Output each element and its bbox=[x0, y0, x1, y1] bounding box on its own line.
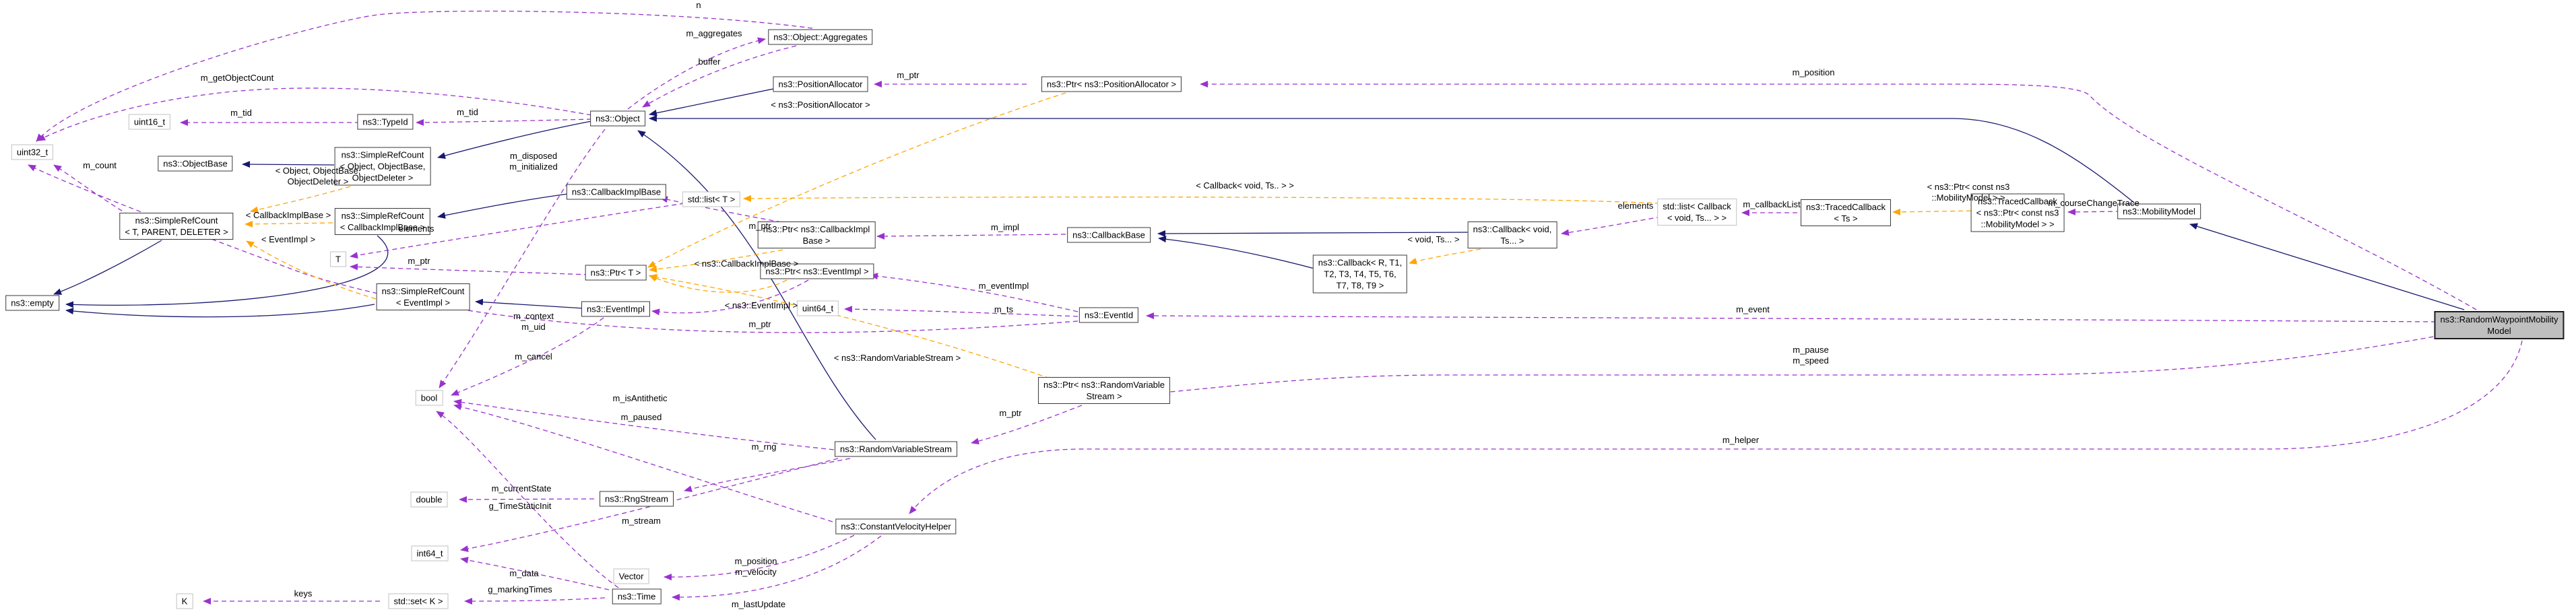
edge-m-disposed bbox=[439, 129, 606, 388]
edge-tpl-ptr-rvs bbox=[649, 273, 1058, 382]
edge-inh-mobility-object bbox=[649, 115, 2135, 203]
edge-m-ts bbox=[844, 306, 1078, 317]
edge-inh-rvs-object bbox=[637, 130, 876, 440]
node-int64[interactable]: int64_t bbox=[411, 545, 449, 561]
node-posalloc[interactable]: ns3::PositionAllocator bbox=[773, 76, 868, 92]
edge-inh-rwm-mobility bbox=[2189, 223, 2465, 310]
edge-m-aggregates bbox=[627, 37, 766, 110]
node-uint64[interactable]: uint64_t bbox=[796, 300, 839, 316]
edge-inh-cib-srccib bbox=[437, 193, 569, 219]
node-cib[interactable]: ns3::CallbackImplBase bbox=[566, 184, 667, 200]
node-t[interactable]: T bbox=[330, 251, 346, 267]
edge-m-getobjectcount bbox=[37, 88, 592, 141]
node-tc-ptr[interactable]: ns3::TracedCallback < ns3::Ptr< const ns… bbox=[1970, 193, 2065, 232]
node-eventimpl[interactable]: ns3::EventImpl bbox=[581, 301, 650, 317]
edge-m-position bbox=[1200, 81, 2477, 310]
node-ptr-posalloc[interactable]: ns3::Ptr< ns3::PositionAllocator > bbox=[1041, 76, 1182, 92]
node-callbackbase[interactable]: ns3::CallbackBase bbox=[1067, 227, 1151, 243]
edge-buffer bbox=[642, 45, 797, 108]
edge-g-timestaticinit bbox=[436, 411, 619, 588]
edge-m-pause-speed bbox=[1162, 335, 2442, 396]
edge-m-ptr-t bbox=[350, 263, 589, 275]
edge-tpl-callbackimplbase bbox=[245, 220, 333, 228]
node-time[interactable]: ns3::Time bbox=[612, 588, 662, 605]
edge-inh-srccib-empty bbox=[65, 235, 389, 308]
edge-tpl-eventimpl bbox=[246, 240, 377, 300]
node-tc-ts[interactable]: ns3::TracedCallback < Ts > bbox=[1800, 199, 1892, 226]
edge-elements-cb bbox=[1561, 216, 1662, 236]
edge-inh-srcobject-objectbase bbox=[242, 161, 335, 168]
node-list-cb[interactable]: std::list< Callback < void, Ts... > > bbox=[1657, 199, 1737, 226]
edge-m-position-velocity bbox=[664, 535, 855, 581]
edge-tpl-callback-list bbox=[743, 195, 1661, 204]
edge-m-ptr-cib bbox=[659, 196, 782, 223]
edge-m-cancel bbox=[451, 317, 604, 396]
edge-m-data bbox=[460, 557, 610, 590]
node-typeid[interactable]: ns3::TypeId bbox=[357, 114, 414, 130]
node-ptr-t[interactable]: ns3::Ptr< T > bbox=[585, 265, 647, 281]
edge-m-paused bbox=[453, 403, 833, 522]
node-object[interactable]: ns3::Object bbox=[590, 110, 645, 127]
node-mobility[interactable]: ns3::MobilityModel bbox=[2117, 203, 2201, 219]
edge-m-currentstate bbox=[459, 495, 595, 503]
node-cb-r[interactable]: ns3::Callback< R, T1, T2, T3, T4, T5, T6… bbox=[1312, 254, 1408, 294]
node-src-eventimpl[interactable]: ns3::SimpleRefCount < EventImpl > bbox=[376, 283, 470, 310]
edge-tpl-tracedcallback bbox=[1892, 208, 1980, 215]
node-cvh[interactable]: ns3::ConstantVelocityHelper bbox=[835, 518, 957, 535]
node-uint16[interactable]: uint16_t bbox=[128, 114, 171, 130]
node-rvs[interactable]: ns3::RandomVariableStream bbox=[835, 441, 957, 457]
edge-m-coursechangetrace bbox=[2067, 208, 2121, 215]
node-objectbase[interactable]: ns3::ObjectBase bbox=[158, 156, 233, 172]
edge-inh-cbvoid-callbackbase bbox=[1157, 230, 1473, 237]
node-empty[interactable]: ns3::empty bbox=[5, 295, 59, 311]
node-k[interactable]: K bbox=[176, 593, 193, 609]
edge-m-tid-object bbox=[416, 118, 592, 126]
edge-m-count bbox=[53, 164, 143, 224]
edge-tpl-ptr-cib bbox=[649, 249, 783, 273]
edge-tpl-ptr-posalloc bbox=[647, 92, 1066, 268]
edge-m-eventimpl bbox=[870, 273, 1078, 312]
edge-m-stream bbox=[460, 458, 839, 552]
node-rwm: ns3::RandomWaypointMobility Model bbox=[2434, 311, 2565, 339]
edge-m-isantithetic bbox=[453, 399, 835, 450]
edge-m-lastupdate bbox=[672, 535, 882, 601]
edge-inh-eventimpl-srceventimpl bbox=[475, 298, 584, 309]
edge-inh-object-srcobject bbox=[437, 121, 592, 159]
node-eventid[interactable]: ns3::EventId bbox=[1078, 307, 1139, 323]
node-list-t[interactable]: std::list< T > bbox=[682, 191, 741, 207]
edge-m-rng bbox=[684, 458, 851, 492]
edge-n bbox=[36, 10, 813, 142]
edge-m-impl bbox=[876, 232, 1066, 240]
edge-tpl-void-ts bbox=[1409, 248, 1481, 265]
edge-m-helper bbox=[909, 340, 2523, 514]
node-vector[interactable]: Vector bbox=[613, 568, 649, 584]
node-cb-void[interactable]: ns3::Callback< void, Ts... > bbox=[1467, 221, 1557, 248]
edge-g-markingtimes bbox=[464, 597, 606, 605]
node-double[interactable]: double bbox=[410, 491, 448, 508]
node-src-cib[interactable]: ns3::SimpleRefCount < CallbackImplBase > bbox=[334, 208, 431, 235]
node-ptr-eventimpl[interactable]: ns3::Ptr< ns3::EventImpl > bbox=[760, 263, 874, 279]
edge-inh-srctpd-empty bbox=[53, 240, 162, 295]
node-ptr-rvs[interactable]: ns3::Ptr< ns3::RandomVariable Stream > bbox=[1037, 377, 1171, 404]
edge-inh-cbr-callbackbase bbox=[1158, 236, 1318, 270]
edge-inh-srceventimpl-empty bbox=[65, 304, 375, 318]
edge-inh-posalloc-object bbox=[649, 88, 774, 116]
node-src-object[interactable]: ns3::SimpleRefCount < Object, ObjectBase… bbox=[334, 147, 431, 186]
node-src-tpd[interactable]: ns3::SimpleRefCount < T, PARENT, DELETER… bbox=[119, 213, 234, 240]
node-aggregates[interactable]: ns3::Object::Aggregates bbox=[768, 29, 873, 45]
edge-m-ptr-rvs bbox=[971, 405, 1083, 445]
node-bool[interactable]: bool bbox=[415, 390, 443, 406]
edge-m-event bbox=[1146, 312, 2437, 322]
edge-m-context-uid bbox=[28, 164, 1078, 333]
node-ptr-cib[interactable]: ns3::Ptr< ns3::CallbackImpl Base > bbox=[757, 221, 876, 248]
node-uint32[interactable]: uint32_t bbox=[11, 144, 54, 160]
edge-tpl-ptr-eventimpl bbox=[649, 275, 787, 293]
edge-m-ptr-eventimpl bbox=[651, 279, 809, 316]
node-rng[interactable]: ns3::RngStream bbox=[600, 491, 674, 507]
edge-tpl-object bbox=[250, 186, 351, 213]
node-set-k[interactable]: std::set< K > bbox=[388, 593, 449, 609]
